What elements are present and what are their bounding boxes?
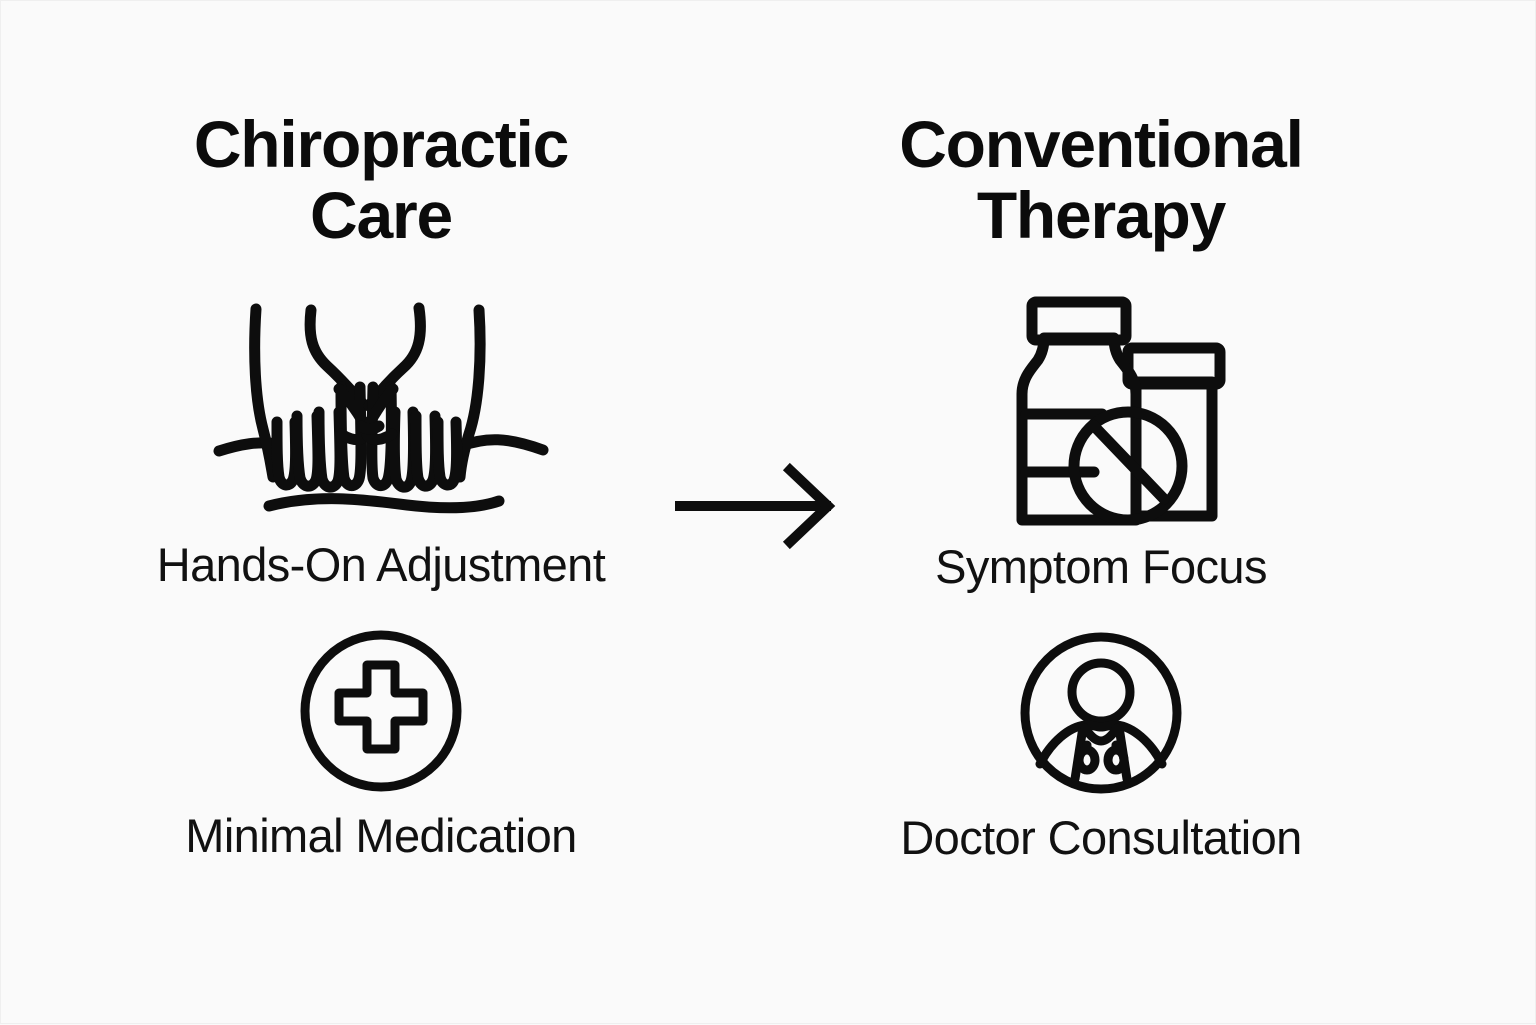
feature-minimal-medication: Minimal Medication bbox=[185, 627, 577, 862]
column-chiropractic-care: Chiropractic Care bbox=[71, 1, 691, 1025]
medicine-bottles-pill-icon bbox=[976, 294, 1226, 526]
column-heading-chiropractic-care: Chiropractic Care bbox=[193, 107, 570, 253]
column-conventional-therapy: Conventional Therapy bbox=[791, 1, 1411, 1025]
feature-label-symptom-focus: Symptom Focus bbox=[935, 539, 1267, 593]
feature-label-minimal-medication: Minimal Medication bbox=[185, 808, 577, 862]
feature-label-hands-on-adjustment: Hands-On Adjustment bbox=[156, 537, 606, 591]
feature-hands-on-adjustment: Hands-On Adjustment bbox=[156, 294, 606, 591]
hands-adjustment-icon bbox=[211, 294, 551, 524]
medical-cross-circle-icon bbox=[297, 627, 465, 795]
feature-doctor-consultation: Doctor Consultation bbox=[900, 629, 1302, 864]
column-heading-conventional-therapy: Conventional Therapy bbox=[899, 107, 1304, 253]
right-arrow-icon bbox=[675, 456, 846, 556]
doctor-avatar-circle-icon bbox=[1017, 629, 1185, 797]
feature-label-doctor-consultation: Doctor Consultation bbox=[900, 810, 1302, 864]
feature-symptom-focus: Symptom Focus bbox=[935, 294, 1267, 591]
